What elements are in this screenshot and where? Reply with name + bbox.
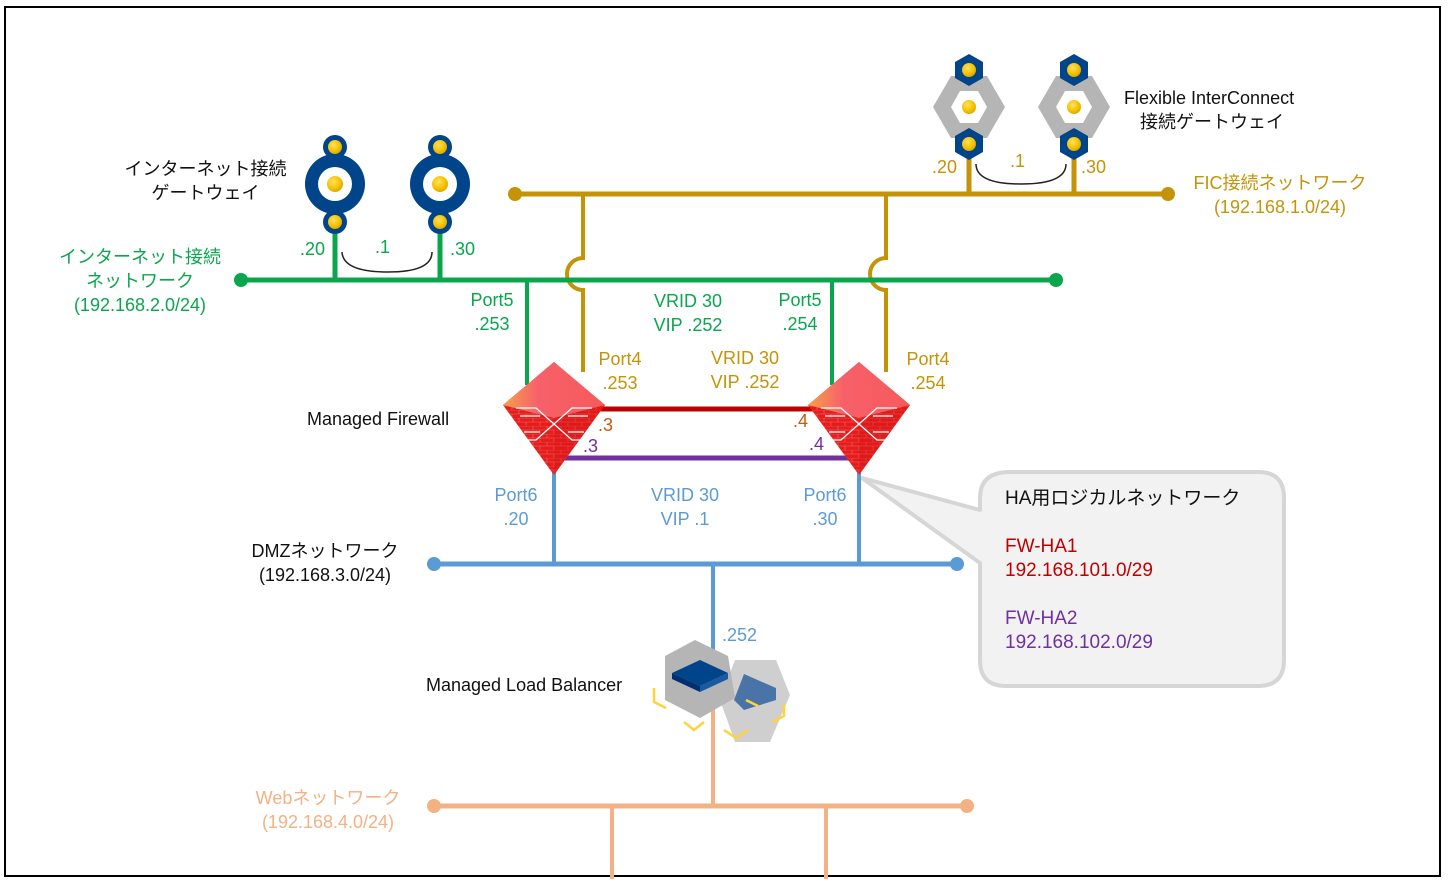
ha1-name: FW-HA1: [1005, 536, 1078, 557]
dmz-network-end-right: [950, 557, 964, 571]
dmz-network-cidr: (192.168.3.0/24): [258, 565, 392, 585]
fic-network-cidr: (192.168.1.0/24): [1213, 197, 1347, 217]
fic-gateway-icon-2[interactable]: [1038, 54, 1110, 160]
firewall-title: Managed Firewall: [307, 409, 450, 429]
web-network-end-right: [960, 799, 974, 813]
ha-callout-text: HA用ロジカルネットワーク FW-HA1 192.168.101.0/29 FW…: [1005, 487, 1240, 655]
fw1-ha2-ip: .3: [583, 436, 599, 456]
fic-gw2-ip: .30: [1081, 157, 1107, 177]
dmz-network-end-left: [427, 557, 441, 571]
fw1-port4-label: Port4 .253: [590, 347, 650, 395]
vrrp-fic-label: VRID 30 VIP .252: [695, 346, 795, 394]
fw1-port4-name: Port4: [598, 349, 642, 369]
vrrp-fic-vrid: VRID 30: [710, 348, 780, 368]
fic-network-end-right: [1161, 187, 1175, 201]
internet-gateway-title-line2: ゲートウェイ: [151, 183, 260, 203]
web-network: [427, 700, 974, 879]
fw2-port4-link: [868, 194, 888, 372]
fw1-ha1-ip: .3: [598, 415, 614, 435]
internet-network-end-left: [234, 273, 248, 287]
fic-network: [508, 150, 1175, 372]
fic-gw1-ip: .20: [932, 157, 958, 177]
fw1-port5-ip: .253: [474, 314, 510, 334]
web-network-label: Webネットワーク (192.168.4.0/24): [228, 786, 428, 834]
fw2-port4-ip: .254: [910, 373, 946, 393]
fw1-port5-name: Port5: [470, 290, 514, 310]
fic-network-name: FIC接続ネットワーク: [1193, 173, 1367, 193]
internet-network-end-right: [1049, 273, 1063, 287]
fic-gateway-title-line2: 接続ゲートウェイ: [1140, 112, 1284, 132]
fic-gw-vip-arc: [975, 163, 1067, 185]
fic-gw-vip: .1: [1010, 151, 1026, 171]
fw1-port5-label: Port5 .253: [462, 288, 522, 336]
fw2-port5-label: Port5 .254: [770, 288, 830, 336]
ha2-name: FW-HA2: [1005, 608, 1078, 629]
fw2-ha2-ip: .4: [809, 434, 825, 454]
firewall-icon-2[interactable]: [808, 362, 910, 475]
fw1-port6-ip: .20: [503, 509, 529, 529]
vrrp-dmz-label: VRID 30 VIP .1: [635, 483, 735, 531]
vrrp-dmz-vrid: VRID 30: [650, 485, 720, 505]
vrrp-internet-vrid: VRID 30: [653, 291, 723, 311]
fw1-port4-link: [565, 194, 585, 372]
fw2-port6-ip: .30: [812, 509, 838, 529]
ha-callout-title: HA用ロジカルネットワーク: [1005, 488, 1241, 509]
ha1-cidr: 192.168.101.0/29: [1005, 560, 1153, 581]
web-network-cidr: (192.168.4.0/24): [261, 812, 395, 832]
fw1-port6-name: Port6: [494, 485, 538, 505]
load-balancer-title: Managed Load Balancer: [426, 675, 623, 695]
fw2-port6-name: Port6: [803, 485, 847, 505]
vrrp-fic-vip: VIP .252: [710, 372, 780, 392]
internet-network-name-line1: インターネット接続: [59, 247, 221, 267]
fic-gateway-title-line1: Flexible InterConnect: [1124, 88, 1295, 108]
web-network-name: Webネットワーク: [255, 788, 401, 808]
firewall-icon-1[interactable]: [503, 362, 605, 475]
web-network-end-left: [427, 799, 441, 813]
vrrp-dmz-vip: VIP .1: [660, 509, 710, 529]
fic-network-end-left: [508, 187, 522, 201]
ha-callout-bubble: [860, 470, 1286, 688]
inet-gw2-ip: .30: [450, 239, 476, 259]
vrrp-internet-label: VRID 30 VIP .252: [638, 289, 738, 337]
load-balancer-icon[interactable]: [652, 640, 790, 742]
diagram-frame: [4, 6, 1441, 877]
internet-network: [234, 230, 1063, 385]
internet-network-label: インターネット接続 ネットワーク (192.168.2.0/24): [40, 245, 240, 317]
dmz-network: [427, 470, 964, 660]
inet-gw-vip-arc: [341, 251, 433, 273]
internet-gateway-title: インターネット接続 ゲートウェイ: [108, 157, 303, 205]
lb-ip: .252: [722, 625, 758, 645]
fic-gateway-icon-1[interactable]: [933, 54, 1005, 160]
internet-gateway-icon-2[interactable]: [410, 135, 470, 234]
fw2-port6-label: Port6 .30: [794, 483, 856, 531]
dmz-network-name: DMZネットワーク: [251, 541, 399, 561]
ha2-cidr: 192.168.102.0/29: [1005, 632, 1153, 653]
internet-network-name-line2: ネットワーク: [86, 271, 194, 291]
fw2-port5-name: Port5: [778, 290, 822, 310]
internet-network-cidr: (192.168.2.0/24): [73, 295, 207, 315]
internet-gateway-title-line1: インターネット接続: [124, 159, 287, 179]
internet-gateway-icon-1[interactable]: [305, 135, 365, 234]
inet-gw-vip: .1: [375, 237, 391, 257]
dmz-network-label: DMZネットワーク (192.168.3.0/24): [225, 539, 425, 587]
fic-gateway-title: Flexible InterConnect 接続ゲートウェイ: [1124, 86, 1294, 134]
inet-gw1-ip: .20: [300, 239, 326, 259]
fw2-port4-name: Port4: [906, 349, 950, 369]
fic-network-label: FIC接続ネットワーク (192.168.1.0/24): [1180, 171, 1380, 219]
fw1-port4-ip: .253: [602, 373, 638, 393]
fw2-port4-label: Port4 .254: [898, 347, 958, 395]
fw1-port6-label: Port6 .20: [485, 483, 547, 531]
fw2-ha1-ip: .4: [793, 411, 809, 431]
vrrp-internet-vip: VIP .252: [653, 315, 723, 335]
fw2-port5-ip: .254: [782, 314, 818, 334]
